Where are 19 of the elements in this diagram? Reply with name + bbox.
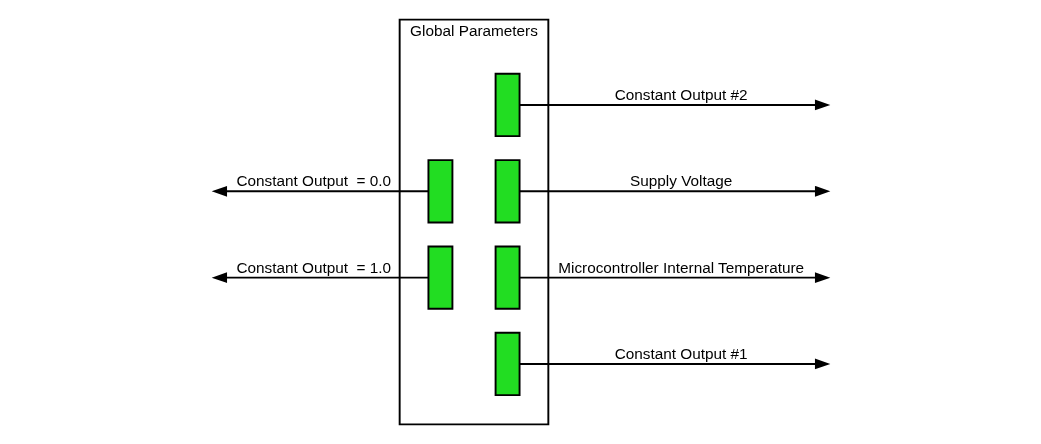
node-box — [494, 159, 520, 224]
arrow — [211, 272, 429, 283]
edge-label: Constant Output #1 — [614, 344, 748, 362]
edge-label: Supply Voltage — [629, 172, 732, 190]
edge-label: Constant Output = 1.0 — [235, 258, 391, 276]
node-box — [494, 331, 520, 397]
arrow — [518, 185, 830, 197]
node-box — [494, 72, 520, 138]
edge-label: Constant Output #2 — [614, 85, 748, 103]
arrow — [518, 272, 830, 283]
node-box — [426, 159, 453, 224]
edge-label: Constant Output = 0.0 — [235, 172, 391, 190]
edge-label: Microcontroller Internal Temperature — [557, 258, 804, 276]
arrow — [518, 358, 830, 370]
node-box — [494, 245, 520, 310]
arrow — [518, 99, 830, 111]
node-box — [426, 245, 453, 310]
cluster: Global Parameters — [398, 18, 549, 426]
arrow — [211, 185, 429, 197]
